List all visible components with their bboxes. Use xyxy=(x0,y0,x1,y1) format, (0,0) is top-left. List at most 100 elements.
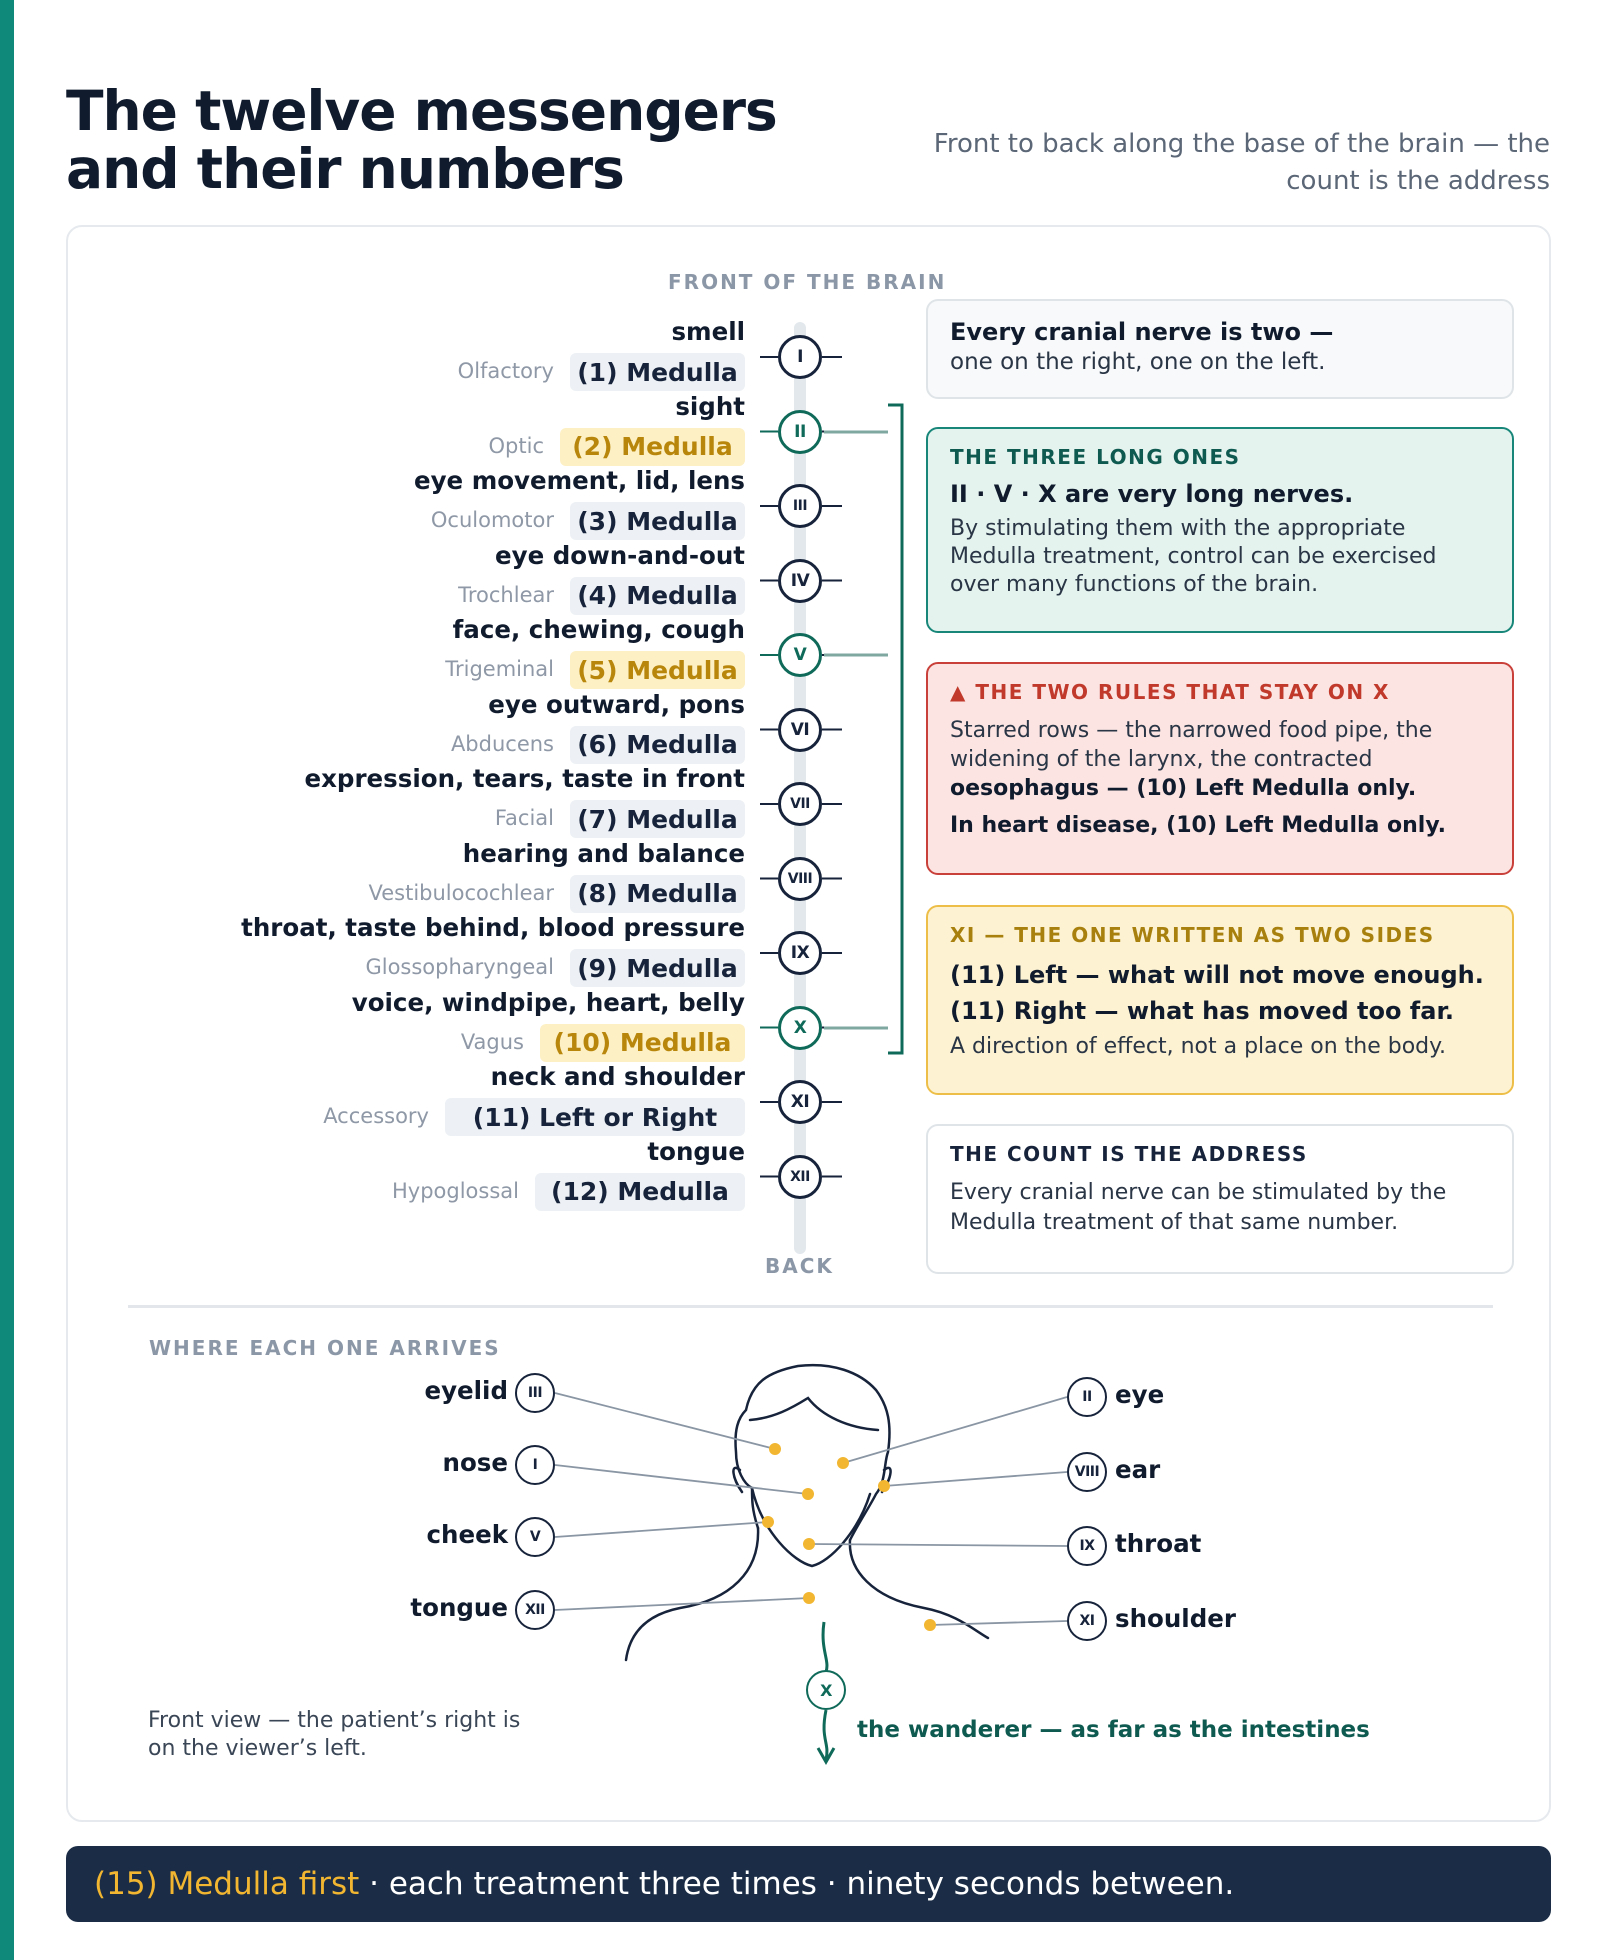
nerve-node: IX xyxy=(778,931,822,975)
arrival-node: XII xyxy=(515,1590,555,1630)
arrival-node: XI xyxy=(1067,1601,1107,1641)
nerve-node: III xyxy=(778,484,822,528)
arrival-node: V xyxy=(515,1517,555,1557)
arrival-dot xyxy=(802,1488,814,1500)
footer-banner: (15) Medulla first · each treatment thre… xyxy=(66,1846,1551,1922)
box-two-rules: ▲ THE TWO RULES THAT STAY ON X Starred r… xyxy=(926,662,1514,875)
wanderer-label: the wanderer — as far as the intestines xyxy=(857,1717,1370,1743)
head-outline xyxy=(624,1363,990,1662)
box-two-line1: Every cranial nerve is two — xyxy=(950,318,1334,346)
leader-line xyxy=(808,1543,1068,1547)
leader-line xyxy=(554,1392,776,1450)
nerve-node: VII xyxy=(778,782,822,826)
back-label: BACK xyxy=(765,1254,834,1278)
box-xi-two-sides: XI — THE ONE WRITTEN AS TWO SIDES (11) L… xyxy=(926,905,1514,1095)
medulla-pill: (1) Medulla xyxy=(570,353,745,391)
medulla-pill: (3) Medulla xyxy=(570,502,745,540)
nerve-name: Abducens xyxy=(450,731,554,756)
box-rules-line2: In heart disease, (10) Left Medulla only… xyxy=(950,813,1447,838)
nerve-function: sight xyxy=(675,391,745,421)
arrival-label: eye xyxy=(1115,1380,1165,1409)
arrival-dots xyxy=(762,1443,936,1631)
wanderer-arrow-top xyxy=(821,1621,829,1673)
leader-lines xyxy=(554,1392,1068,1626)
medulla-pill: (4) Medulla xyxy=(570,576,745,615)
arrival-node: III xyxy=(515,1373,555,1413)
page-title: The twelve messengers and their numbers xyxy=(66,79,778,201)
wanderer-arrowhead xyxy=(816,1747,836,1766)
nerve-function: neck and shoulder xyxy=(490,1062,745,1091)
box-long-lead: II · V · X are very long nerves. xyxy=(950,480,1354,508)
medulla-pill: (5) Medulla xyxy=(570,651,745,689)
arrival-dot xyxy=(924,1619,936,1631)
arrival-label: eyelid xyxy=(424,1376,508,1405)
nerve-function: smell xyxy=(671,317,745,346)
box-count-body: Every cranial nerve can be stimulated by… xyxy=(950,1180,1447,1235)
box-xi-heading: XI — THE ONE WRITTEN AS TWO SIDES xyxy=(950,923,1435,947)
arrival-label: cheek xyxy=(426,1520,509,1549)
medulla-pill: (10) Medulla xyxy=(540,1023,745,1062)
medulla-pill: (9) Medulla xyxy=(570,949,745,987)
box-every-nerve-two: Every cranial nerve is two — one on the … xyxy=(926,299,1514,399)
medulla-pill: (12) Medulla xyxy=(535,1172,745,1211)
footer-rest: · each treatment three times · ninety se… xyxy=(359,1866,1235,1902)
nerve-function: eye movement, lid, lens xyxy=(413,466,745,495)
arrival-dot xyxy=(878,1480,890,1492)
nerve-name: Olfactory xyxy=(457,359,554,383)
arrivals-heading: WHERE EACH ONE ARRIVES xyxy=(149,1336,501,1360)
nerve-function: eye down-and-out xyxy=(494,540,745,570)
medulla-pill: (8) Medulla xyxy=(570,874,745,913)
box-three-long-ones: THE THREE LONG ONES II · V · X are very … xyxy=(926,427,1514,633)
front-label: FRONT OF THE BRAIN xyxy=(668,270,947,294)
nerve-function: face, chewing, cough xyxy=(452,615,745,644)
medulla-pill: (6) Medulla xyxy=(570,725,745,764)
nerve-node: X xyxy=(778,1005,822,1050)
box-count-address: THE COUNT IS THE ADDRESS Every cranial n… xyxy=(926,1124,1514,1274)
box-long-heading: THE THREE LONG ONES xyxy=(950,445,1241,469)
arrival-label: ear xyxy=(1115,1455,1161,1484)
arrival-dot xyxy=(762,1516,774,1528)
leader-line xyxy=(929,1620,1068,1626)
leader-line xyxy=(554,1597,810,1611)
nerve-name: Glossopharyngeal xyxy=(365,955,554,979)
nerve-node: XI xyxy=(778,1080,822,1124)
arrival-label: tongue xyxy=(410,1593,508,1622)
footer-highlight: (15) Medulla first xyxy=(94,1866,360,1902)
box-two-line2: one on the right, one on the left. xyxy=(950,349,1326,375)
box-count-heading: THE COUNT IS THE ADDRESS xyxy=(950,1142,1308,1166)
nerve-name: Vestibulocochlear xyxy=(368,880,555,905)
front-view-note: Front view — the patient’s right is on t… xyxy=(148,1708,521,1761)
nerve-function: expression, tears, taste in front xyxy=(304,764,745,793)
medulla-pill: (11) Left or Right xyxy=(445,1098,745,1136)
nerve-function: eye outward, pons xyxy=(488,689,745,719)
nerve-name: Trochlear xyxy=(458,582,554,607)
medulla-pill: (2) Medulla xyxy=(560,427,745,466)
box-rules-body-bold: oesophagus — (10) Left Medulla only. xyxy=(950,776,1417,801)
nerve-node: IV xyxy=(778,558,822,603)
leader-line xyxy=(554,1464,809,1495)
leader-line xyxy=(883,1471,1068,1487)
arrival-dot xyxy=(769,1443,781,1455)
nerve-function: throat, taste behind, blood pressure xyxy=(241,913,745,942)
box-xi-note: A direction of effect, not a place on th… xyxy=(950,1034,1447,1059)
nerve-function: voice, windpipe, heart, belly xyxy=(351,987,745,1017)
long-bracket xyxy=(888,403,904,1055)
arrival-dot xyxy=(803,1592,815,1604)
page-subtitle: Front to back along the base of the brai… xyxy=(933,129,1550,196)
section-divider xyxy=(128,1305,1493,1308)
arrival-label: throat xyxy=(1115,1529,1202,1558)
arrival-node: I xyxy=(515,1445,555,1485)
arrival-node: VIII xyxy=(1067,1452,1107,1492)
wanderer-arrow-bottom xyxy=(822,1709,829,1761)
medulla-pill: (7) Medulla xyxy=(570,800,745,838)
accent-bar xyxy=(0,0,14,1960)
arrival-node: IX xyxy=(1067,1526,1107,1566)
nerve-name: Oculomotor xyxy=(430,508,554,532)
box-long-body: By stimulating them with the appropriate… xyxy=(950,516,1437,597)
nerve-node: VIII xyxy=(778,856,822,901)
wanderer-node: X xyxy=(806,1670,846,1710)
nerve-node: XII xyxy=(778,1154,822,1199)
arrival-label: shoulder xyxy=(1115,1604,1236,1633)
long-connectors xyxy=(824,430,888,1030)
